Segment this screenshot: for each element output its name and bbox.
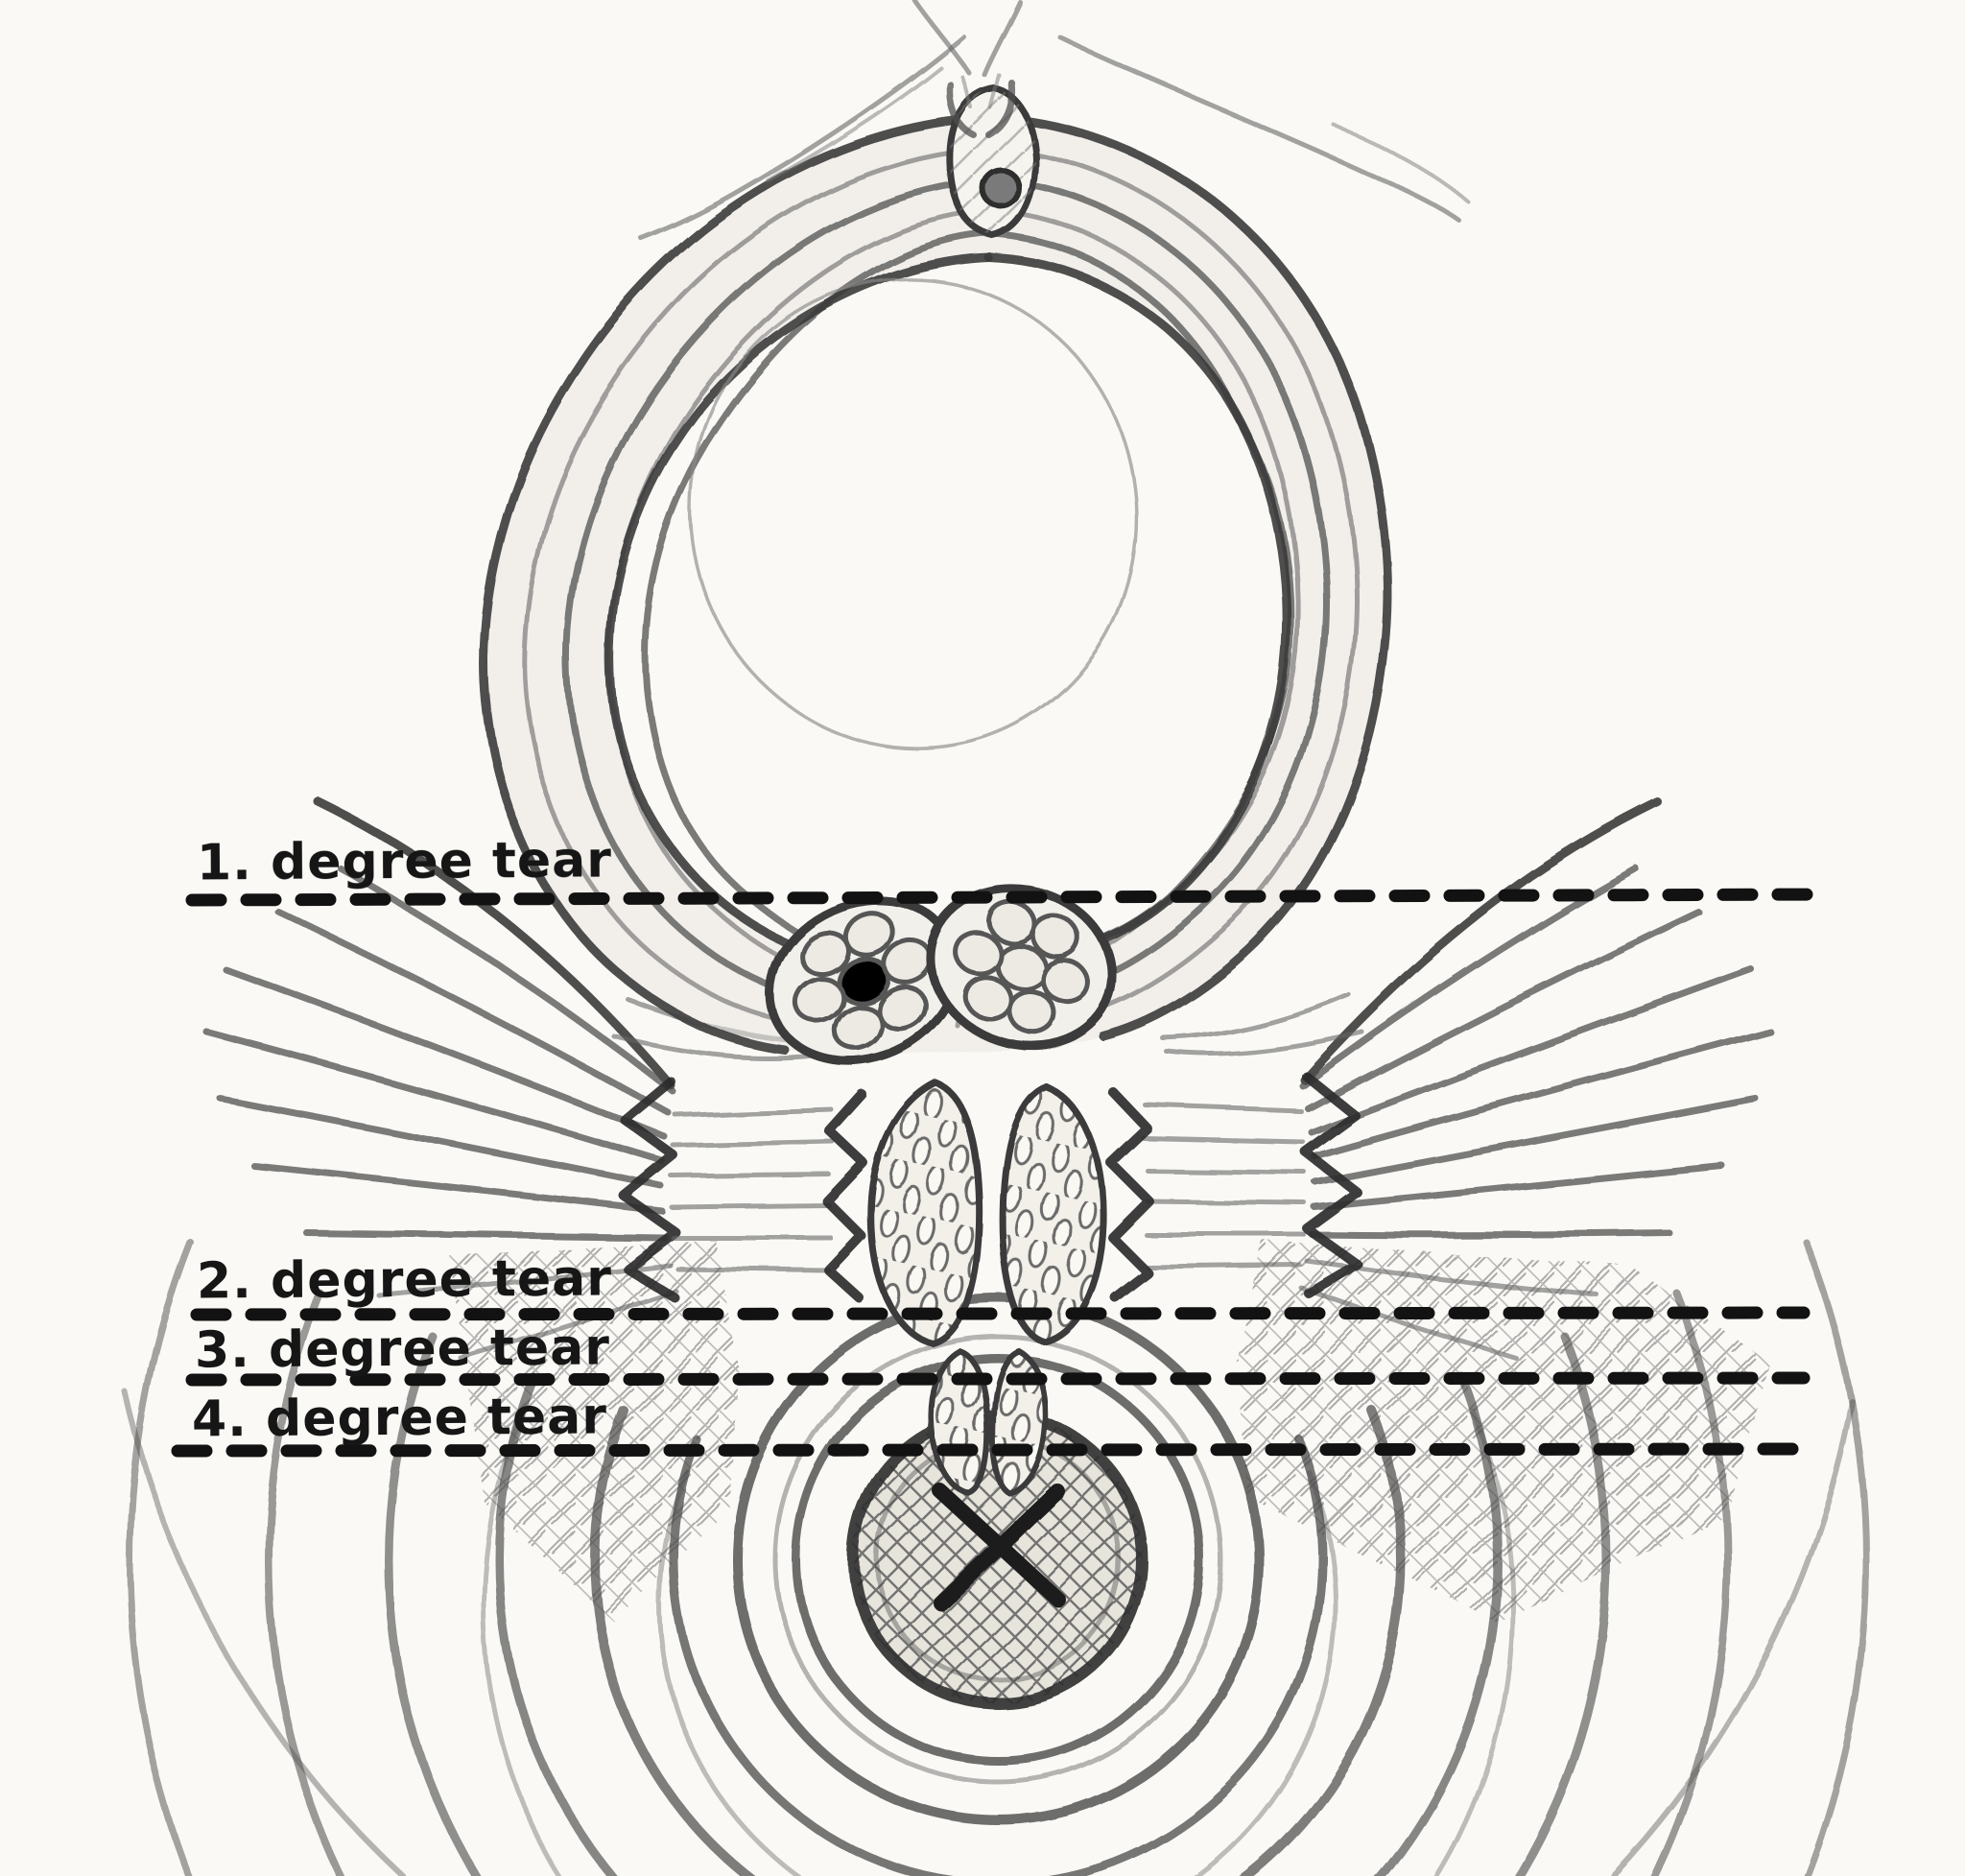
cut-muscle-cross-section-right	[926, 884, 1118, 1051]
urethral-opening	[980, 167, 1022, 209]
tear-line-1st-degree	[185, 888, 1835, 907]
label-1st-degree-tear: 1. degree tear	[196, 831, 613, 892]
label-4th-degree-tear: 4. degree tear	[191, 1388, 608, 1449]
bulbospongiosus-muscle-ring	[479, 112, 1392, 1055]
clitoris-and-hood	[946, 73, 1039, 240]
tear-line-3rd-degree	[185, 1371, 1811, 1387]
tear-line-4th-degree	[171, 1442, 1811, 1458]
label-2nd-degree-tear: 2. degree tear	[196, 1249, 613, 1311]
label-3rd-degree-tear: 3. degree tear	[194, 1318, 611, 1380]
anal-sphincter-rings	[122, 1238, 1870, 1876]
cut-muscle-cross-section-left	[766, 895, 961, 1066]
labia-outline	[638, 0, 1470, 241]
anus-x-mark	[931, 1482, 1067, 1610]
transverse-perineal-muscle-left	[202, 797, 836, 1361]
tear-level-lines	[171, 888, 1835, 1458]
central-torn-muscle-bundles	[822, 1079, 1154, 1497]
tear-line-2nd-degree	[190, 1306, 1811, 1321]
